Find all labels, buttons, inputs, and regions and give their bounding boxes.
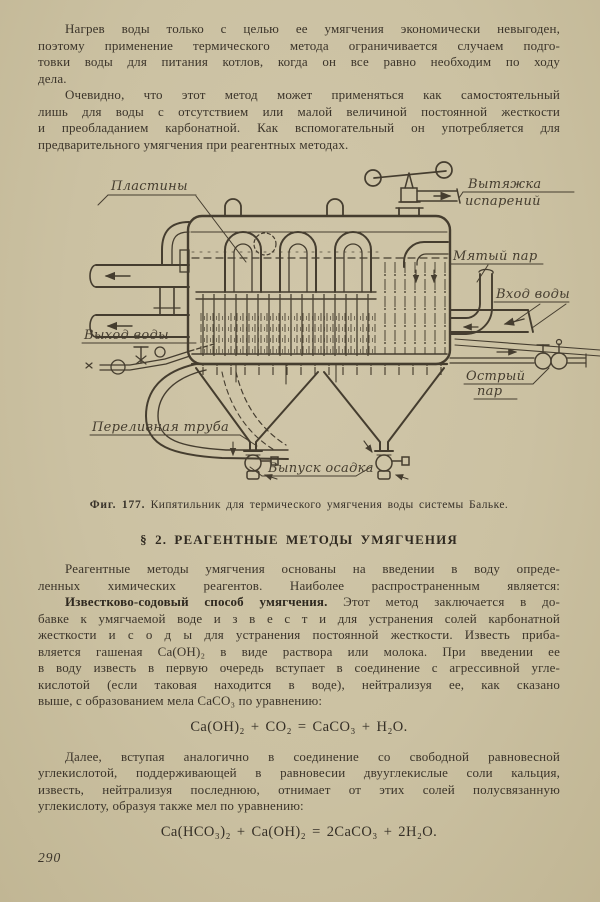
label-live-steam-2: пар [477,384,503,399]
label-live-steam-1: Острый [466,369,525,384]
text-line: Очевидно, что этот метод может применять… [65,87,560,102]
feed-line-valves [85,343,215,375]
equation-1: Ca(OH)₂ + CO₂ = CaCO₃ + H₂O. [190,718,408,735]
text-line: Нагрев воды только с целью ее умягчения … [65,21,560,36]
text-line: ленных химических реагентов. Наиболее ра… [38,577,560,593]
text-line: углекислоту, образуя также мел по уравне… [38,798,304,813]
text-line: и преобладанием карбонатной. Как вспомог… [38,120,560,135]
text-line: кислотой (если таковая находится в воде)… [38,676,560,692]
text-line: известь, нейтрализуя последнюю, отнимает… [38,781,560,797]
equation-2: Ca(HCO₃)₂ + Ca(OH)₂ = 2CaCO₃ + 2H₂O. [160,823,438,840]
text-line: товки воды для питания котлов, когда он … [38,54,560,69]
text-line: Реагентные методы умягчения основаны на … [65,561,560,576]
page-number: 290 [38,849,62,865]
text-line: Далее, вступая аналогично в соединение с… [65,748,560,764]
paragraph-1: Нагрев воды только с целью ее умягчения … [38,21,560,87]
figure-caption-number: Фиг. 177. [89,499,146,511]
paragraph-3: Реагентные методы умягчения основаны на … [38,561,560,594]
tank-top-nubs [224,198,344,217]
text-line: Известково-содовый способ умягчения. Это… [65,594,561,609]
text-line: выше, с образованием мела CaCO₃ по уравн… [38,693,323,708]
live-steam-line [449,338,587,370]
figure-caption: Фиг. 177. Кипятильник для термического у… [38,499,560,511]
sludge-hoppers [190,353,449,451]
overflow-pipe [144,363,289,460]
paragraph-5: Далее, вступая аналогично в соединение с… [38,749,560,815]
label-sludge-discharge: Выпуск осадка [267,461,374,476]
label-exhaust-steam: Мятый пар [452,249,538,264]
figure-caption-text: Кипятильник для термического умягчения в… [150,499,509,511]
text-line: вляется гашеная Ca(OH)₂ в виде раствора … [38,643,560,659]
drain-valve-left [229,441,279,481]
boiler-diagram: Пластины Вытяжка испарений Мятый пар Вхо… [81,161,600,481]
safety-valve [364,161,461,217]
label-water-inlet: Вход воды [495,287,570,302]
drain-valve-right [363,440,410,481]
label-overflow-pipe: Переливная труба [91,420,229,435]
label-leaders [81,191,575,477]
section-heading: § 2. РЕАГЕНТНЫЕ МЕТОДЫ УМЯГЧЕНИЯ [140,532,458,547]
label-plates: Пластины [110,179,188,194]
paragraph-2: Очевидно, что этот метод может применять… [38,87,560,153]
text-line: углекислотой, поддерживающей в равновеси… [38,765,560,780]
exhaust-steam-pipe [449,268,494,335]
text-line: дела. [38,70,67,86]
text-line: предварительного умягчения при реагентны… [38,136,349,152]
label-vapor-extract-2: испарений [465,194,541,209]
figure-177-diagram: Пластины Вытяжка испарений Мятый пар Вхо… [0,158,600,488]
text-line: поэтому применение термического метода о… [38,37,560,53]
text-line: лишь для воды с отсутствием или малой ве… [38,103,560,119]
tank-internals [191,231,449,356]
label-vapor-extract-1: Вытяжка [467,177,541,192]
label-water-outlet: Выход воды [83,328,169,343]
text-line: в воду известь в первую очередь вступает… [38,660,560,675]
water-outlet-pipes [89,221,190,338]
text-line: бавке к умягчаемой воде и з в е с т и дл… [38,610,560,626]
paragraph-4: Известково-содовый способ умягчения. Это… [38,594,560,710]
text-line: жесткости и с о д ы для устранения посто… [38,627,560,642]
